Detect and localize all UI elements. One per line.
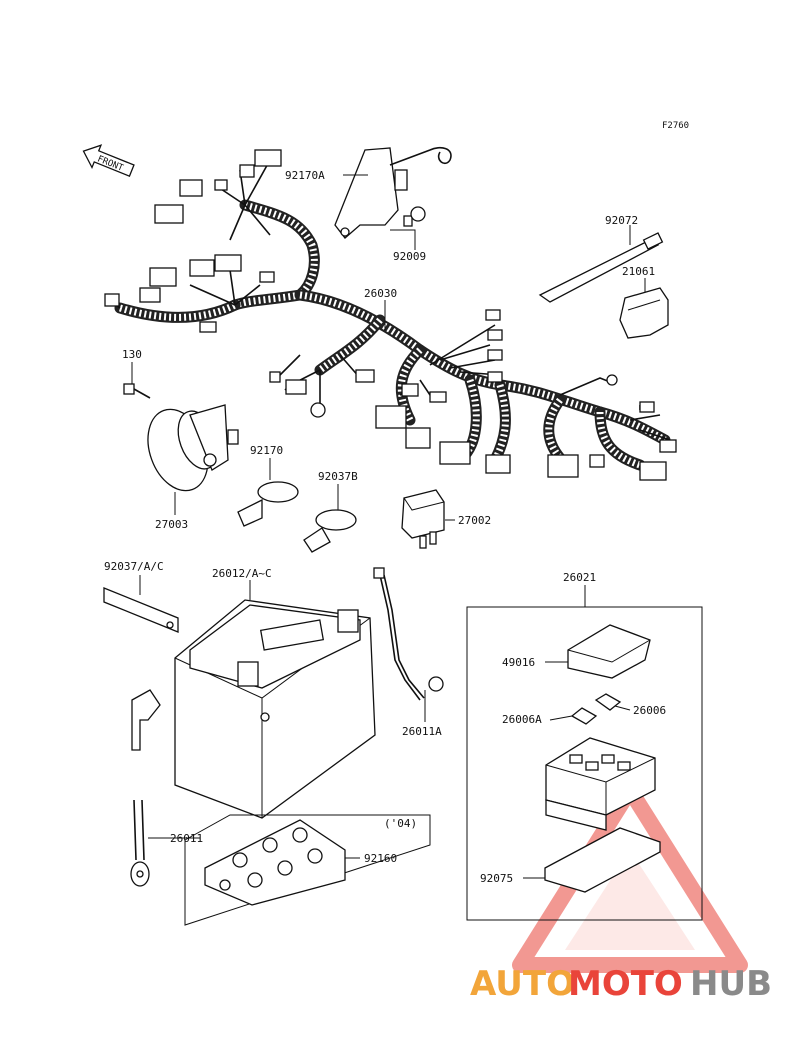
fuse-box-26021 — [545, 737, 656, 831]
figure-code: F2760 — [662, 121, 689, 131]
leader-lines — [131, 174, 646, 879]
wiring-harness — [104, 149, 677, 481]
label-26006a: 26006A — [502, 713, 542, 726]
label-26006: 26006 — [633, 704, 666, 717]
label-27002: 27002 — [458, 514, 491, 527]
label-26011a: 26011A — [402, 725, 442, 738]
bolt-130 — [123, 383, 151, 399]
label-27003: 27003 — [155, 518, 188, 531]
label-49016: 49016 — [502, 656, 535, 669]
front-arrow-icon: FRONT — [82, 144, 135, 178]
label-92170: 92170 — [250, 444, 283, 457]
bolt-92009 — [390, 206, 426, 247]
label-92160: 92160 — [364, 852, 397, 865]
fuse-26006a — [570, 707, 598, 725]
connector — [375, 405, 407, 429]
year-variant-box — [184, 814, 431, 926]
strap-92072 — [538, 232, 664, 303]
relay-27002 — [401, 489, 445, 549]
label-92037ac: 92037/A/C — [104, 560, 164, 573]
pad-92160 — [204, 819, 346, 906]
clamp-92037b — [303, 509, 357, 553]
bracket-92170a — [334, 146, 452, 239]
year-note: ('04) — [384, 817, 417, 830]
watermark-auto: AUTO — [470, 964, 575, 1004]
pad-92075 — [544, 827, 661, 893]
horn-27003 — [147, 404, 239, 492]
connector — [154, 204, 184, 224]
label-21061: 21061 — [622, 265, 655, 278]
label-92037b: 92037B — [318, 470, 358, 483]
label-26021: 26021 — [563, 571, 596, 584]
watermark-moto: MOTO — [568, 964, 683, 1004]
label-92170a: 92170A — [285, 169, 325, 182]
label-26030: 26030 — [364, 287, 397, 300]
battery-26012 — [174, 599, 376, 819]
strap-92037 — [103, 587, 179, 633]
clamp-92170 — [237, 481, 299, 527]
watermark-text: AUTO MOTO HUB — [470, 964, 772, 1004]
cable-26011 — [130, 689, 161, 887]
label-92072: 92072 — [605, 214, 638, 227]
label-130: 130 — [122, 348, 142, 361]
label-92009: 92009 — [393, 250, 426, 263]
label-92075: 92075 — [480, 872, 513, 885]
cable-26011a — [373, 567, 444, 701]
label-26011: 26011 — [170, 832, 203, 845]
label-26012ac: 26012/A~C — [212, 567, 272, 580]
fuse-26006 — [594, 693, 622, 711]
cover-49016 — [567, 624, 651, 679]
cover-21061 — [619, 287, 669, 339]
watermark-hub: HUB — [690, 964, 772, 1004]
